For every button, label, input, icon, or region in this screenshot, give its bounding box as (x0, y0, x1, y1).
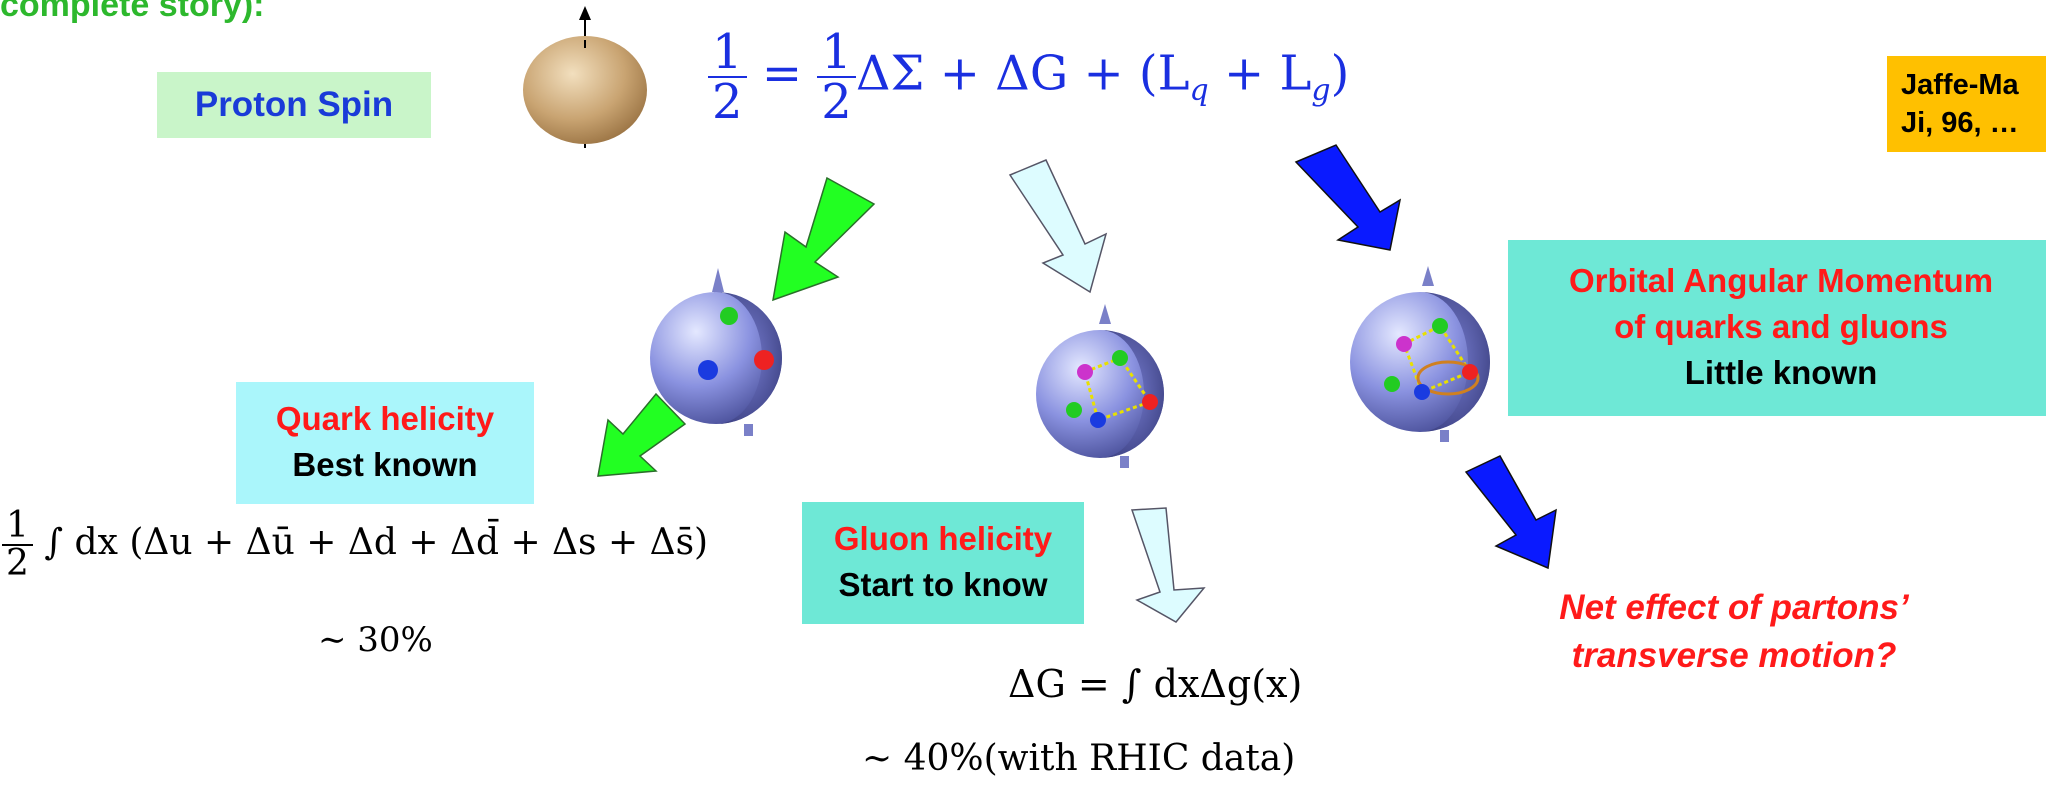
oam-title-1: Orbital Angular Momentum (1568, 262, 1994, 299)
quark-helicity-box: Quark helicity Best known (236, 382, 534, 504)
proton-sphere-oam (1350, 266, 1490, 442)
sum-terms: ΔΣ + ΔG + (L (855, 45, 1190, 102)
green-arrow-upper (772, 176, 876, 302)
equals-sign: = (761, 45, 803, 102)
blue-arrow-lower (1464, 455, 1557, 570)
quark-percentage: ∼ 30% (318, 620, 433, 660)
proton-sphere-gluons (1036, 304, 1164, 468)
header-fragment: complete story): (0, 0, 265, 24)
proton-sphere-quarks (650, 268, 782, 436)
proton-spin-label: Proton Spin (157, 72, 431, 138)
oam-sub: Little known (1684, 354, 1878, 391)
quark-integral-body: ∫ dx (Δu + Δū + Δd + Δd̄ + Δs + Δs̄) (44, 522, 709, 563)
proton-ellipsoid (523, 6, 647, 148)
blue-arrow-upper (1294, 144, 1402, 251)
reference-line-1: Jaffe-Ma (1901, 69, 2019, 101)
green-arrow-lower (597, 392, 687, 477)
gluon-helicity-box: Gluon helicity Start to know (802, 502, 1084, 624)
reference-box: Jaffe-Ma Ji, 96, … (1887, 56, 2046, 152)
reference-line-2: Ji, 96, … (1901, 107, 2019, 139)
oam-box: Orbital Angular Momentum of quarks and g… (1508, 240, 2046, 416)
net-effect-text: Net effect of partons’ transverse motion… (1559, 588, 1909, 675)
light-arrow-upper (1008, 159, 1108, 294)
gluon-helicity-sub: Start to know (838, 566, 1048, 603)
gluon-percentage: ∼ 40%(with RHIC data) (862, 738, 1296, 779)
gluon-integral: ΔG = ∫ dxΔg(x) (1008, 662, 1303, 706)
oam-title-2: of quarks and gluons (1614, 308, 1948, 345)
gluon-helicity-title: Gluon helicity (833, 520, 1053, 557)
quark-helicity-sub: Best known (292, 446, 478, 483)
quark-helicity-title: Quark helicity (275, 400, 495, 437)
light-arrow-lower (1130, 507, 1206, 623)
